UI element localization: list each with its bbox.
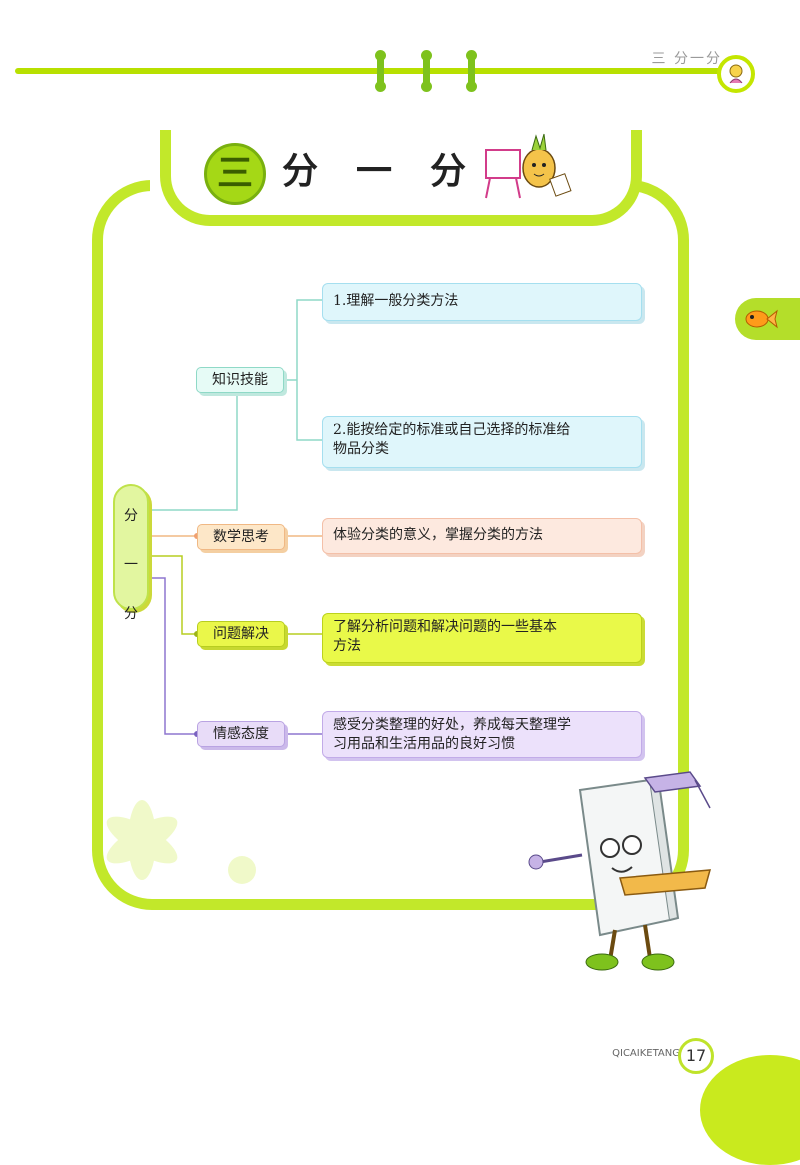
page-title: 分一分 xyxy=(282,151,505,192)
header-rule xyxy=(15,68,735,74)
footer-brand: QICAIKETANG xyxy=(612,1048,680,1059)
root-char-2: 一 xyxy=(124,557,138,573)
header-clip-1 xyxy=(375,50,386,92)
leaf-experience-classification: 体验分类的意义，掌握分类的方法 xyxy=(322,518,642,554)
leaf-line: 习用品和生活用品的良好习惯 xyxy=(333,736,515,752)
leaf-line: 体验分类的意义，掌握分类的方法 xyxy=(333,527,543,543)
leaf-line: 2.能按给定的标准或自己选择的标准给 xyxy=(333,422,571,438)
mindmap-root: 分 一 分 xyxy=(113,484,149,622)
leaf-analyze-problems: 了解分析问题和解决问题的一些基本 方法 xyxy=(322,613,642,663)
category-attitude: 情感态度 xyxy=(197,721,285,747)
pineapple-painter-icon xyxy=(485,133,572,199)
leaf-line: 了解分析问题和解决问题的一些基本 xyxy=(333,619,557,635)
leaf-line: 感受分类整理的好处，养成每天整理学 xyxy=(333,717,571,733)
leaf-line: 1.理解一般分类方法 xyxy=(333,293,459,309)
category-problem-solving: 问题解决 xyxy=(197,621,285,647)
category-math-thinking: 数学思考 xyxy=(197,524,285,550)
chapter-header-label: 三 分一分 xyxy=(651,51,722,67)
goldfish-icon xyxy=(745,309,778,329)
page-number: 17 xyxy=(678,1038,714,1074)
chapter-number: 三 xyxy=(204,143,266,205)
leaf-line: 方法 xyxy=(333,638,361,654)
leaf-understand-classification: 1.理解一般分类方法 xyxy=(322,283,642,321)
flower-decoration-icon xyxy=(106,800,256,884)
book-character-icon xyxy=(528,771,712,971)
leaf-line: 物品分类 xyxy=(333,441,389,457)
chapter-side-tab[interactable] xyxy=(735,298,800,340)
root-char-3: 分 xyxy=(124,606,138,622)
leaf-classify-by-standard: 2.能按给定的标准或自己选择的标准给 物品分类 xyxy=(322,416,642,468)
root-char-1: 分 xyxy=(124,508,138,524)
mascot-badge-icon xyxy=(717,55,755,93)
header-clip-3 xyxy=(466,50,477,92)
category-knowledge: 知识技能 xyxy=(196,367,284,393)
leaf-good-habits: 感受分类整理的好处，养成每天整理学 习用品和生活用品的良好习惯 xyxy=(322,711,642,758)
header-clip-2 xyxy=(421,50,432,92)
